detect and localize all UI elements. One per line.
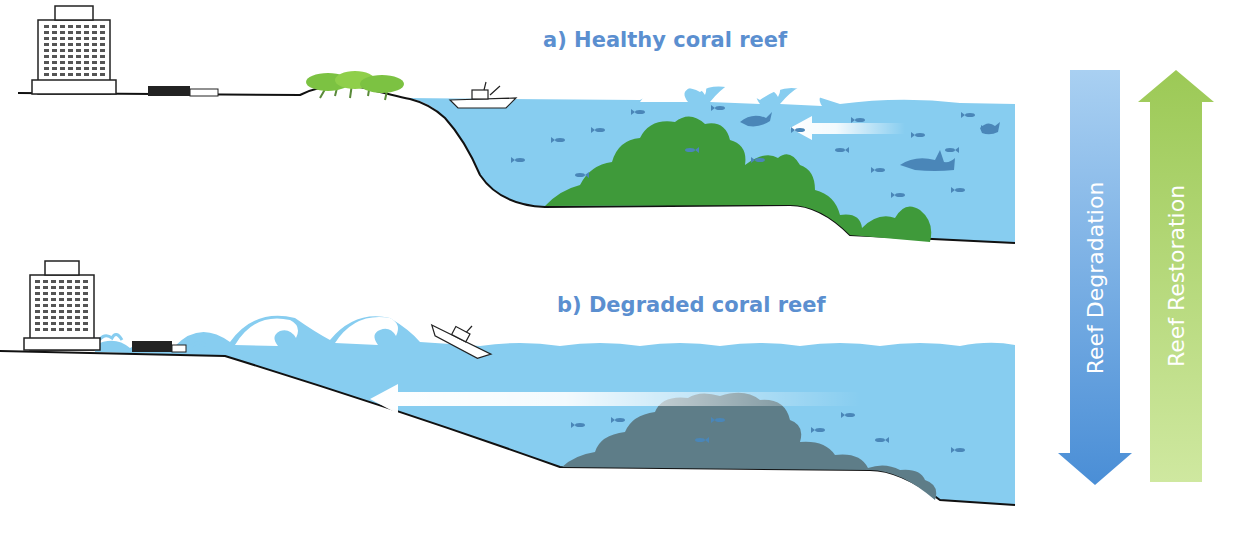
building-windows xyxy=(44,25,105,76)
building-a xyxy=(32,6,116,94)
wave-direction-arrow xyxy=(370,384,860,414)
house-b xyxy=(132,341,186,352)
building-windows xyxy=(35,280,88,331)
wave-a xyxy=(640,77,706,102)
arrow-label: Reef Restoration xyxy=(1164,185,1189,367)
ground-line-b xyxy=(0,351,1015,505)
water-b xyxy=(95,316,1015,505)
water-a xyxy=(405,87,1015,243)
sinking-boat xyxy=(428,309,498,363)
restoration-arrow: Reef Restoration xyxy=(1138,70,1214,482)
degradation-arrow: Reef Degradation xyxy=(1058,70,1132,485)
arrow-label: Reef Degradation xyxy=(1083,181,1108,374)
fish xyxy=(511,105,1000,453)
mangrove-trees xyxy=(306,71,404,100)
wave-b xyxy=(235,318,298,346)
building-b xyxy=(24,261,100,350)
house-a xyxy=(148,86,218,96)
boat xyxy=(450,82,516,108)
degraded-coral xyxy=(562,393,936,500)
wave-a xyxy=(780,80,843,106)
panel-title: a) Healthy coral reef xyxy=(543,28,787,52)
ground-line-a xyxy=(18,85,1015,243)
wave-direction-arrow xyxy=(790,116,905,140)
wave-a xyxy=(710,76,780,104)
wave-b xyxy=(335,317,398,345)
panel-title: b) Degraded coral reef xyxy=(557,293,826,317)
healthy-coral xyxy=(545,116,931,242)
